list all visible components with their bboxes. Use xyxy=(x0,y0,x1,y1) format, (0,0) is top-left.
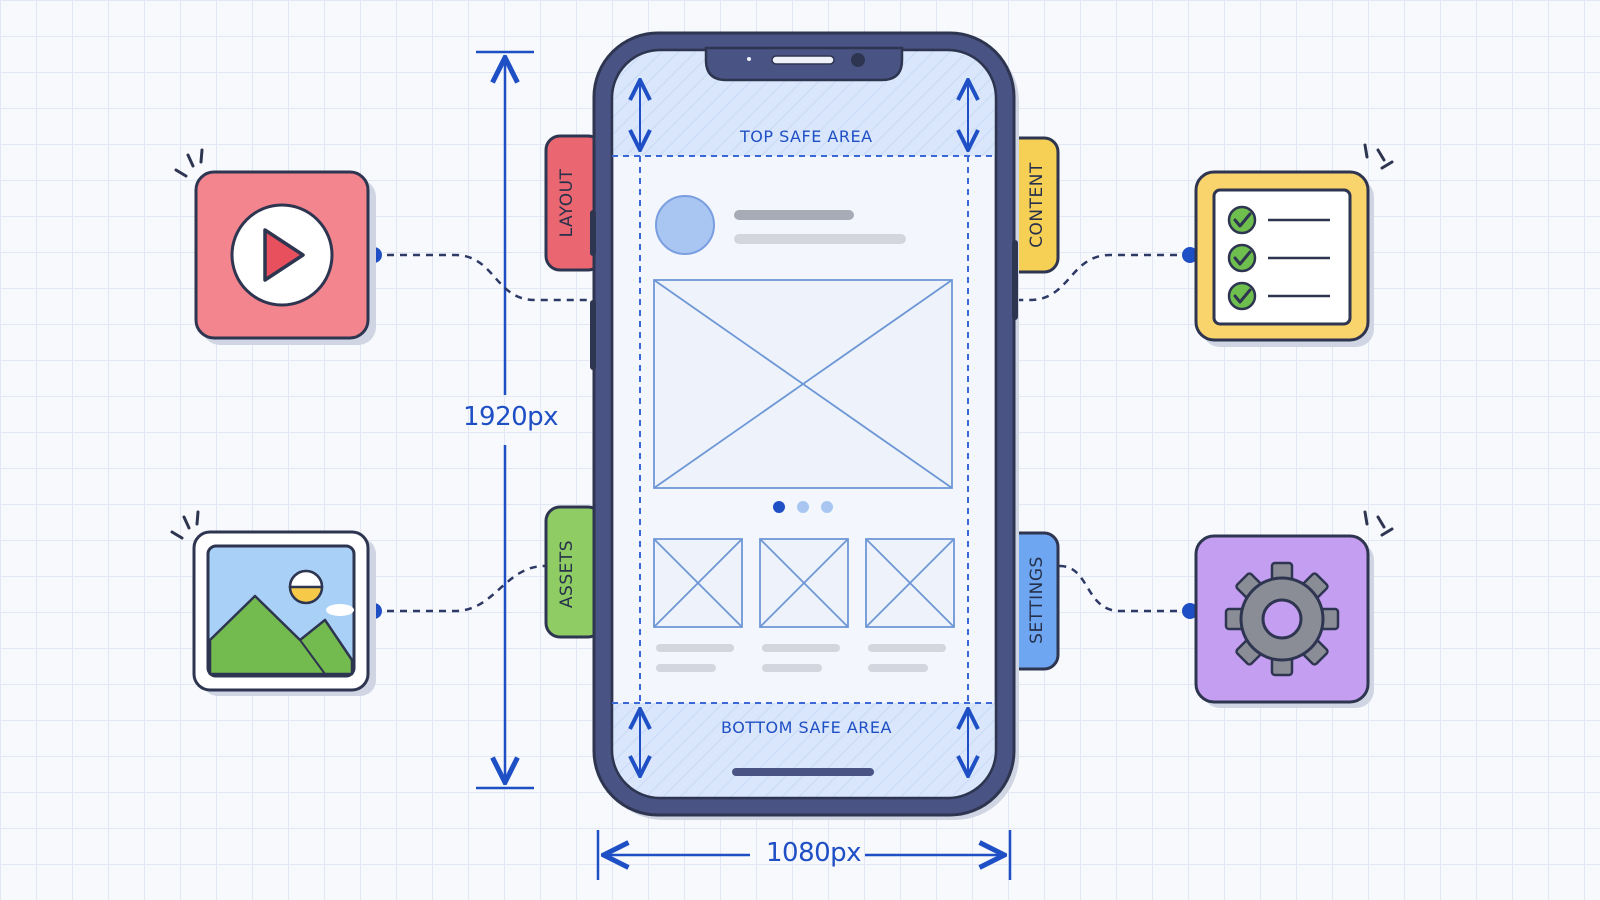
carousel-dot xyxy=(821,501,833,513)
width-dimension-label: 1080px xyxy=(766,838,862,868)
video-card xyxy=(194,170,376,345)
settings-card xyxy=(1194,534,1374,708)
wireframe-content xyxy=(653,195,955,672)
thumbnail-placeholder xyxy=(759,538,849,628)
subtitle-line-placeholder xyxy=(734,234,906,244)
settings-tab-label: SETTINGS xyxy=(1027,556,1047,644)
image-card xyxy=(192,530,376,696)
content-tab[interactable]: CONTENT xyxy=(1016,140,1058,270)
checklist-icon xyxy=(1227,205,1330,311)
avatar-placeholder xyxy=(655,195,715,255)
carousel-dot xyxy=(797,501,809,513)
play-icon xyxy=(230,203,334,307)
title-line-placeholder xyxy=(734,210,854,220)
connector-image xyxy=(374,564,560,613)
height-dimension-label: 1920px xyxy=(463,402,559,432)
content-tab-label: CONTENT xyxy=(1027,162,1047,248)
hero-image-placeholder xyxy=(653,279,953,489)
landscape-image-icon xyxy=(206,544,356,678)
layout-tab[interactable]: LAYOUT xyxy=(547,138,587,268)
gear-icon xyxy=(1224,561,1340,677)
thumbnail-placeholder xyxy=(865,538,955,628)
assets-tab[interactable]: ASSETS xyxy=(547,509,587,639)
connector-video xyxy=(374,253,592,302)
bottom-safe-area-label: BOTTOM SAFE AREA xyxy=(721,718,892,737)
checklist-card xyxy=(1194,170,1374,347)
assets-tab-label: ASSETS xyxy=(557,539,577,609)
caption-line-placeholders xyxy=(656,644,946,672)
sparkle-marks xyxy=(170,143,1394,540)
connector-settings xyxy=(1055,564,1190,613)
carousel-dots xyxy=(773,501,833,513)
connector-lines xyxy=(374,253,1190,613)
thumbnail-placeholder xyxy=(653,538,743,628)
layout-tab-label: LAYOUT xyxy=(557,168,577,238)
carousel-dot-active xyxy=(773,501,785,513)
settings-tab[interactable]: SETTINGS xyxy=(1016,535,1058,665)
width-dimension-line xyxy=(596,830,1012,880)
top-safe-area-label: TOP SAFE AREA xyxy=(740,127,873,146)
height-dimension-line xyxy=(476,50,534,790)
